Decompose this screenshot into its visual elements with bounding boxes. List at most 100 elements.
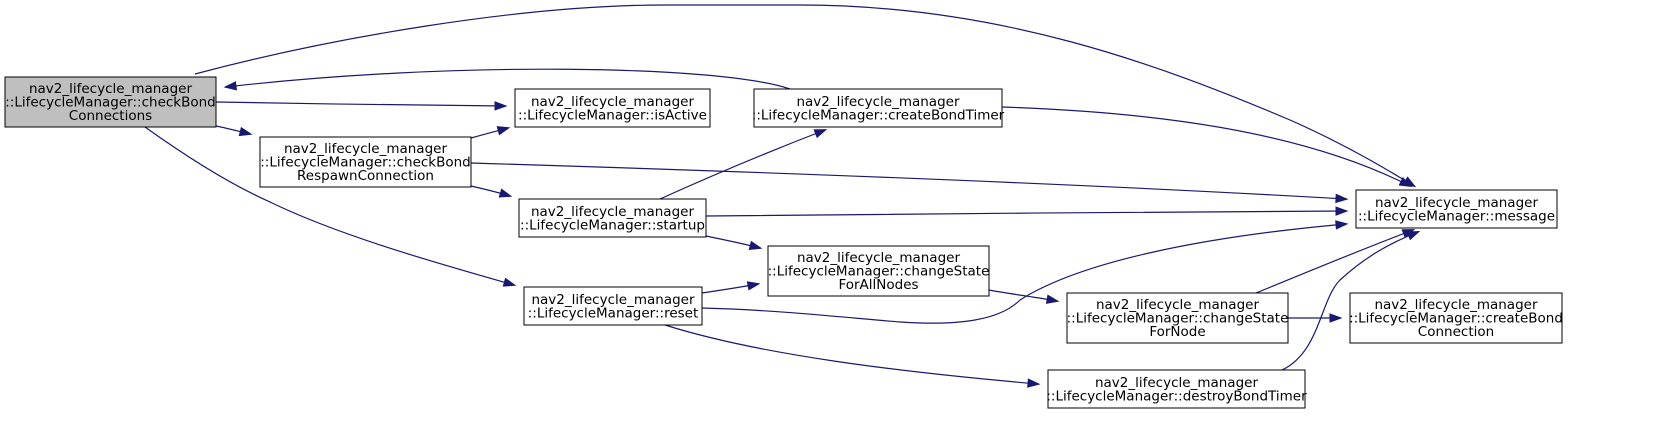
node-checkBondConnections[interactable]: nav2_lifecycle_manager::LifecycleManager…: [4, 76, 217, 128]
node-label-line: ::LifecycleManager::changeState: [768, 264, 990, 280]
node-label-line: ::LifecycleManager::createBond: [1349, 311, 1563, 327]
edge-checkBondRespawnConnection-to-message: [470, 162, 1349, 204]
arrow-head-icon: [813, 129, 828, 139]
node-label-line: nav2_lifecycle_manager: [531, 94, 694, 110]
node-label-line: nav2_lifecycle_manager: [284, 141, 447, 157]
node-label-line: ::LifecycleManager::checkBond: [5, 95, 216, 111]
edge-line: [470, 162, 1347, 200]
node-box[interactable]: [1349, 292, 1563, 344]
edge-line: [215, 101, 506, 107]
arrow-head-icon: [238, 126, 253, 137]
node-box[interactable]: [1047, 369, 1306, 409]
node-label-line: nav2_lifecycle_manager: [1096, 297, 1259, 313]
edge-checkBondConnections-to-checkBondRespawnConnection: [215, 125, 253, 137]
arrow-head-icon: [1398, 177, 1413, 188]
node-label-line: ::LifecycleManager::reset: [528, 305, 699, 321]
node-box[interactable]: [767, 245, 990, 297]
node-box[interactable]: [4, 76, 217, 128]
node-message[interactable]: nav2_lifecycle_manager::LifecycleManager…: [1355, 189, 1558, 229]
node-label-line: nav2_lifecycle_manager: [1374, 297, 1537, 313]
arrow-head-icon: [1027, 378, 1041, 388]
node-changeStateForNode[interactable]: nav2_lifecycle_manager::LifecycleManager…: [1066, 292, 1289, 344]
edge-reset-to-changeStateForAllNodes: [701, 281, 761, 294]
edge-line: [144, 126, 515, 286]
node-box[interactable]: [1355, 189, 1558, 229]
node-box[interactable]: [514, 88, 711, 128]
edge-line: [705, 210, 1347, 217]
edge-checkBondConnections-to-reset: [144, 126, 517, 287]
nodes-layer: nav2_lifecycle_manager::LifecycleManager…: [4, 76, 1563, 409]
edge-line: [1001, 106, 1411, 187]
arrow-head-icon: [494, 101, 508, 111]
edge-destroyBondTimer-to-message: [1281, 231, 1421, 371]
node-label-line: nav2_lifecycle_manager: [531, 204, 694, 220]
edge-line: [1255, 229, 1414, 294]
edge-line: [664, 324, 1039, 385]
node-createBondTimer[interactable]: nav2_lifecycle_manager::LifecycleManager…: [752, 88, 1005, 128]
edge-line: [701, 223, 1347, 324]
arrow-head-icon: [746, 281, 761, 291]
node-label-line: ::LifecycleManager::checkBond: [260, 155, 471, 171]
node-label-line: nav2_lifecycle_manager: [531, 292, 694, 308]
edge-reset-to-message: [701, 220, 1349, 324]
edge-checkBondConnections-to-isActive: [215, 101, 508, 111]
node-isActive[interactable]: nav2_lifecycle_manager::LifecycleManager…: [514, 88, 711, 128]
edge-line: [225, 68, 791, 90]
edge-changeStateForAllNodes-to-changeStateForNode: [988, 289, 1060, 304]
edge-line: [659, 129, 826, 200]
arrow-head-icon: [1335, 206, 1349, 216]
node-label-line: nav2_lifecycle_manager: [796, 94, 959, 110]
node-label-line: ::LifecycleManager::destroyBondTimer: [1046, 388, 1307, 404]
node-label-line: ForNode: [1149, 324, 1205, 340]
arrow-head-icon: [1406, 231, 1421, 241]
arrow-head-icon: [1335, 193, 1349, 204]
node-changeStateForAllNodes[interactable]: nav2_lifecycle_manager::LifecycleManager…: [767, 245, 990, 297]
node-box[interactable]: [753, 88, 1003, 128]
arrow-head-icon: [496, 126, 511, 136]
arrow-head-icon: [498, 188, 513, 198]
edge-startup-to-changeStateForAllNodes: [705, 235, 763, 250]
edge-checkBondRespawnConnection-to-isActive: [470, 126, 511, 139]
arrow-head-icon: [1045, 294, 1060, 304]
node-box[interactable]: [523, 286, 703, 326]
node-label-line: nav2_lifecycle_manager: [29, 81, 192, 97]
node-label-line: ::LifecycleManager::startup: [520, 217, 705, 233]
arrow-head-icon: [502, 277, 517, 287]
node-label-line: ::LifecycleManager::isActive: [518, 107, 707, 123]
node-box[interactable]: [518, 198, 707, 238]
edge-createBondTimer-to-checkBondConnections: [223, 68, 791, 91]
arrow-head-icon: [223, 81, 237, 91]
node-box[interactable]: [1066, 292, 1289, 344]
node-reset[interactable]: nav2_lifecycle_manager::LifecycleManager…: [523, 286, 703, 326]
node-label-line: nav2_lifecycle_manager: [1375, 195, 1538, 211]
edge-line: [1281, 231, 1419, 371]
edge-checkBondRespawnConnection-to-startup: [470, 185, 513, 198]
node-label-line: nav2_lifecycle_manager: [1095, 375, 1258, 391]
node-label-line: Connections: [69, 108, 152, 124]
edge-reset-to-destroyBondTimer: [664, 324, 1041, 388]
edge-changeStateForNode-to-createBondConnection: [1288, 313, 1343, 323]
node-startup[interactable]: nav2_lifecycle_manager::LifecycleManager…: [518, 198, 707, 238]
edge-createBondTimer-to-message: [1001, 106, 1413, 188]
arrow-head-icon: [1329, 313, 1343, 323]
node-label-line: ForAllNodes: [838, 277, 918, 293]
node-label-line: ::LifecycleManager::changeState: [1067, 311, 1289, 327]
edge-startup-to-createBondTimer: [659, 129, 828, 200]
edges-layer: [144, 4, 1421, 388]
node-createBondConnection[interactable]: nav2_lifecycle_manager::LifecycleManager…: [1349, 292, 1563, 344]
node-label-line: RespawnConnection: [297, 168, 434, 184]
node-label-line: nav2_lifecycle_manager: [797, 250, 960, 266]
node-label-line: ::LifecycleManager::message: [1358, 208, 1555, 224]
edge-changeStateForNode-to-message: [1255, 229, 1416, 294]
edge-line: [194, 4, 1415, 187]
edge-startup-to-message: [705, 206, 1349, 217]
node-box[interactable]: [259, 136, 472, 188]
arrow-head-icon: [748, 240, 763, 250]
node-checkBondRespawnConnection[interactable]: nav2_lifecycle_manager::LifecycleManager…: [259, 136, 472, 188]
node-destroyBondTimer[interactable]: nav2_lifecycle_manager::LifecycleManager…: [1046, 369, 1307, 409]
arrow-head-icon: [1335, 220, 1349, 230]
node-label-line: ::LifecycleManager::createBondTimer: [752, 107, 1005, 123]
node-label-line: Connection: [1418, 324, 1494, 340]
